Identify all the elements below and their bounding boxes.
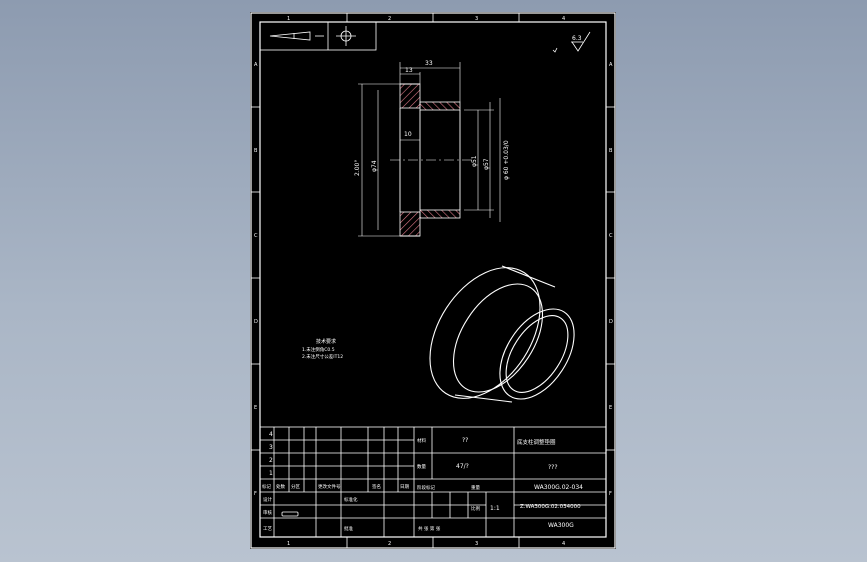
zone-col-1: 1 bbox=[287, 16, 290, 22]
zone-col-4-bottom: 4 bbox=[562, 541, 565, 547]
file-number: Z.WA300G.02.034000 bbox=[520, 504, 581, 510]
zone-row-c-right: C bbox=[609, 233, 613, 239]
label-standardize: 标准化 bbox=[344, 496, 358, 503]
zone-row-e-right: E bbox=[609, 405, 612, 411]
label-sheet-count: 共 张 第 张 bbox=[418, 525, 441, 532]
header-date: 日期 bbox=[400, 484, 409, 490]
zone-col-2-bottom: 2 bbox=[388, 541, 391, 547]
zone-col-3-bottom: 3 bbox=[475, 541, 478, 547]
dim-chamfer: 2.00° bbox=[354, 160, 361, 176]
label-weight: 重量 bbox=[471, 484, 480, 491]
zone-row-b: B bbox=[254, 148, 258, 154]
label-process: 工艺 bbox=[263, 526, 272, 532]
drawing-number: WA300G.02-034 bbox=[534, 484, 583, 491]
header-mark: 标记 bbox=[262, 483, 271, 490]
zone-labels: 1 2 3 4 1 2 3 4 A B C D E F A B C D E F bbox=[254, 16, 613, 547]
header-change-doc: 更改文件号 bbox=[318, 483, 341, 490]
outer-border bbox=[250, 12, 616, 549]
sleeve-section-bottom bbox=[419, 209, 461, 219]
dim-13: 13 bbox=[405, 67, 413, 74]
dim-phi74: φ74 bbox=[371, 160, 378, 172]
zone-row-a: A bbox=[254, 62, 258, 68]
projection-symbol bbox=[259, 21, 377, 51]
material-value: ?? bbox=[462, 437, 468, 444]
part-name: 底支柱调整垫圈 bbox=[517, 438, 556, 446]
zone-row-d-right: D bbox=[609, 319, 613, 325]
title-block-labels: 标记 处数 分区 更改文件号 签名 日期 设计 审核 工艺 标准化 批准 阶段标… bbox=[262, 437, 480, 532]
zone-col-3: 3 bbox=[475, 16, 478, 22]
inner-frame bbox=[259, 21, 607, 538]
drawing-sheet: 1 2 3 4 1 2 3 4 A B C D E F A B C D E F … bbox=[250, 12, 616, 549]
part-name-value: ??? bbox=[548, 464, 558, 471]
label-scale: 比例 bbox=[471, 505, 480, 512]
label-stage: 阶段标记 bbox=[417, 484, 435, 491]
dim-phi57: φ57 bbox=[483, 158, 490, 170]
label-quantity: 数量 bbox=[417, 463, 426, 470]
surface-finish-icon bbox=[552, 31, 591, 53]
zone-row-b-right: B bbox=[609, 148, 613, 154]
label-approve: 批准 bbox=[344, 525, 353, 532]
rev-row-3: 3 bbox=[269, 444, 273, 451]
flange-section-bottom bbox=[399, 211, 421, 237]
surface-finish-value: 6.3 bbox=[572, 35, 582, 42]
flange-section-top bbox=[399, 83, 421, 109]
title-block bbox=[259, 426, 607, 538]
label-review: 审核 bbox=[263, 509, 272, 516]
rev-row-4: 4 bbox=[269, 431, 273, 438]
rev-row-2: 2 bbox=[269, 457, 273, 464]
dim-10: 10 bbox=[404, 131, 412, 138]
product-code: WA300G bbox=[548, 522, 574, 529]
dim-phi60: φ 60 +0.03/0 bbox=[503, 140, 510, 180]
header-zone: 分区 bbox=[291, 483, 300, 490]
zone-col-4: 4 bbox=[562, 16, 565, 22]
technical-requirements: 技术要求 1.未注倒角C0.5 2.未注尺寸公差IT12 bbox=[302, 338, 343, 360]
label-material: 材料 bbox=[417, 437, 426, 444]
zone-col-1-bottom: 1 bbox=[287, 541, 290, 547]
quantity-value: 47/? bbox=[456, 463, 469, 470]
cad-drawing-canvas: 1 2 3 4 1 2 3 4 A B C D E F A B C D E F … bbox=[250, 12, 616, 549]
label-design: 设计 bbox=[263, 496, 272, 503]
zone-row-a-right: A bbox=[609, 62, 613, 68]
tech-req-title: 技术要求 bbox=[316, 338, 336, 345]
tech-req-line2: 2.未注尺寸公差IT12 bbox=[302, 353, 343, 360]
zone-col-2: 2 bbox=[388, 16, 391, 22]
zone-row-f-right: F bbox=[609, 491, 612, 497]
header-count: 处数 bbox=[276, 483, 285, 490]
section-view: 33 13 10 2.00° φ74 φ51 φ57 φ 60 +0.03/0 bbox=[354, 60, 510, 237]
dim-33: 33 bbox=[425, 60, 433, 67]
header-sign: 签名 bbox=[372, 483, 381, 490]
isometric-view bbox=[429, 265, 575, 403]
sleeve-section-top bbox=[419, 101, 461, 111]
dim-phi51: φ51 bbox=[471, 155, 478, 167]
title-block-text: 4 3 2 1 bbox=[269, 431, 273, 477]
zone-row-e: E bbox=[254, 405, 257, 411]
dimension-lines bbox=[358, 62, 501, 237]
zone-row-c: C bbox=[254, 233, 258, 239]
zone-ticks bbox=[251, 13, 615, 548]
rev-row-1: 1 bbox=[269, 470, 273, 477]
zone-row-d: D bbox=[254, 319, 258, 325]
title-block-values: 1:1 ?? 47/? 底支柱调整垫圈 ??? WA300G.02-034 Z.… bbox=[456, 437, 583, 529]
zone-row-f: F bbox=[254, 491, 257, 497]
scale-value: 1:1 bbox=[490, 505, 500, 512]
tech-req-line1: 1.未注倒角C0.5 bbox=[302, 346, 335, 353]
